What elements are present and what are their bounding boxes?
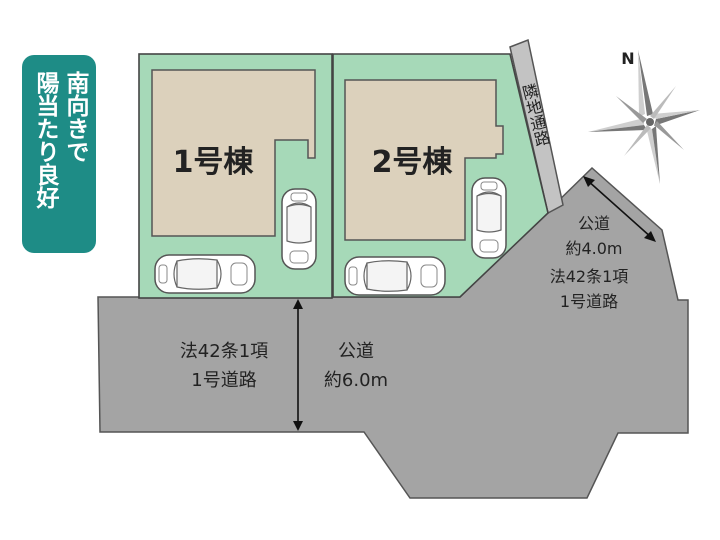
main-road-name: 公道 bbox=[338, 341, 374, 362]
side-road-name: 公道 bbox=[578, 214, 610, 233]
lot-1-parking-car-a bbox=[154, 254, 256, 294]
main-road-width: 約6.0m bbox=[324, 370, 388, 391]
lot-2-parking-car-b bbox=[471, 177, 507, 259]
lot-1-building bbox=[151, 69, 316, 237]
lot-1-parking-car-b bbox=[281, 188, 317, 270]
main-road-law-line2: 1号道路 bbox=[191, 370, 256, 391]
side-road-width-arrow bbox=[586, 179, 653, 239]
main-road bbox=[97, 166, 689, 499]
main-road-law-line1: 法42条1項 bbox=[180, 341, 268, 362]
compass-rose-icon bbox=[588, 50, 700, 184]
side-road-width: 約4.0m bbox=[565, 239, 622, 258]
lot-2-parking-car-a bbox=[344, 256, 446, 296]
badge-line-2: 陽当たり良好 bbox=[32, 71, 58, 209]
badge-line-1: 南向きで bbox=[62, 71, 88, 163]
lot-2-label: 2号棟 bbox=[372, 145, 454, 180]
sunny-south-badge: 南向きで 陽当たり良好 bbox=[22, 55, 96, 253]
lot-2-building bbox=[344, 79, 504, 241]
side-road-law-line1: 法42条1項 bbox=[550, 267, 629, 286]
lot-1-label: 1号棟 bbox=[173, 145, 255, 180]
side-road-law-line2: 1号道路 bbox=[560, 292, 618, 311]
compass-north-label: N bbox=[621, 49, 634, 68]
